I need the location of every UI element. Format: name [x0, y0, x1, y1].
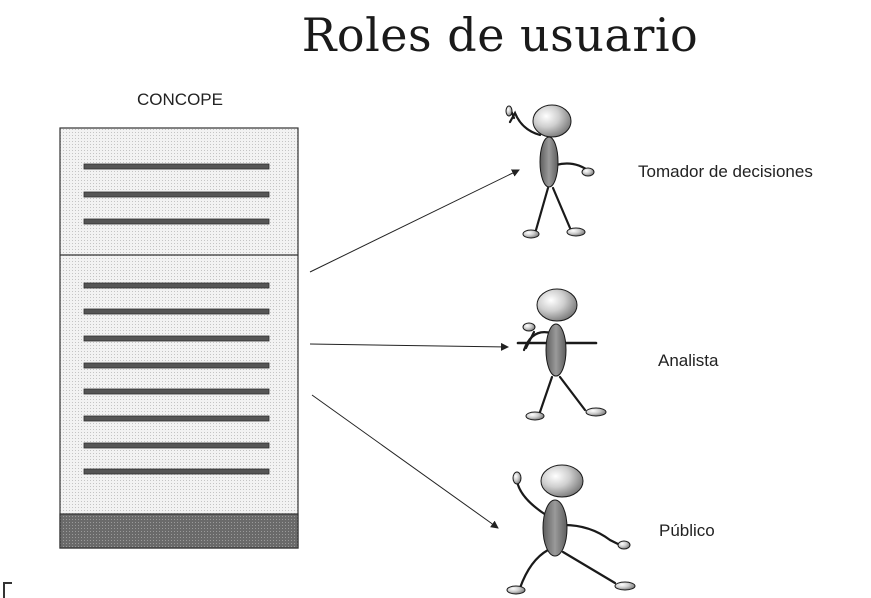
- server-text-lines: [83, 163, 270, 475]
- text-line: [83, 218, 270, 225]
- server-label: CONCOPE: [137, 90, 223, 109]
- text-line: [83, 163, 270, 170]
- arrow-to-analyst: [309, 342, 509, 351]
- text-line: [83, 442, 270, 449]
- analyst-figure: [516, 288, 607, 421]
- text-line: [83, 468, 270, 475]
- text-line: [83, 415, 270, 422]
- arrow-to-decision-maker: [309, 169, 520, 273]
- public-figure: [506, 464, 636, 595]
- text-line: [83, 335, 270, 342]
- arrow-to-public: [311, 394, 499, 529]
- text-line: [83, 308, 270, 315]
- corner-mark: [3, 582, 12, 598]
- role-label-decision-maker: Tomador de decisiones: [638, 162, 813, 181]
- decision-maker-figure: [505, 104, 595, 239]
- role-label-public: Público: [659, 521, 715, 540]
- server-base: [59, 513, 299, 549]
- text-line: [83, 388, 270, 395]
- text-line: [83, 191, 270, 198]
- slide-title: Roles de usuario: [301, 8, 699, 62]
- text-line: [83, 362, 270, 369]
- text-line: [83, 282, 270, 289]
- role-label-analyst: Analista: [658, 351, 719, 370]
